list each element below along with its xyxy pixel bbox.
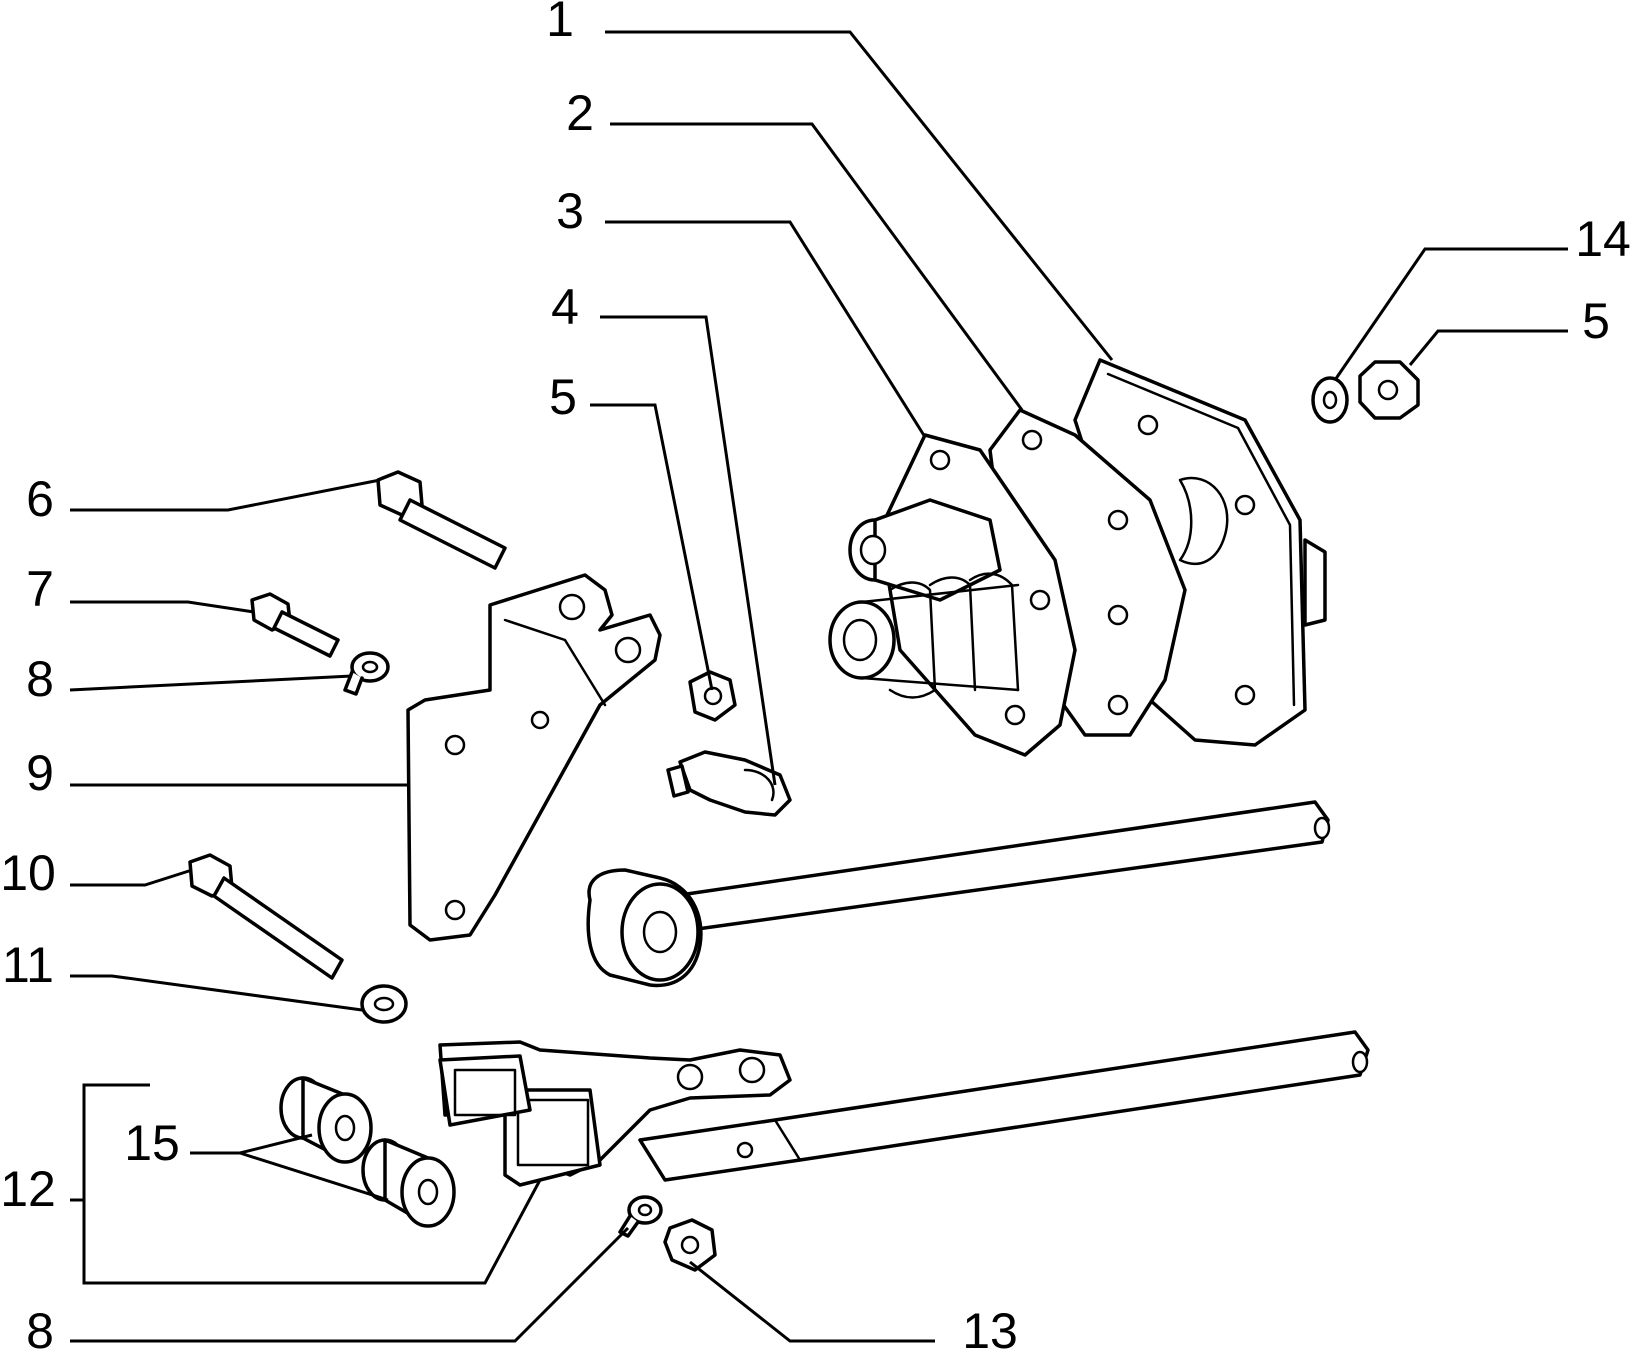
- hex-nut-part-13: [663, 1218, 717, 1272]
- leader-13: [689, 1260, 935, 1343]
- leader-15a: [190, 1133, 313, 1155]
- callout-6: 6: [26, 471, 54, 527]
- callout-9: 9: [26, 745, 54, 801]
- bolt-part-10: [188, 853, 344, 980]
- hex-nut-part-5-right: [1358, 360, 1420, 420]
- leader-11: [70, 974, 363, 1012]
- callout-10: 10: [0, 845, 56, 901]
- leader-2: [610, 122, 1024, 411]
- callout-15: 15: [124, 1115, 180, 1171]
- bolt-part-7: [250, 592, 340, 658]
- flange-plate-part-1: [1073, 358, 1327, 747]
- leader-5-right: [1408, 329, 1568, 366]
- leader-15b: [239, 1151, 389, 1202]
- lower-shift-rod: [638, 1030, 1370, 1182]
- callout-12: 12: [0, 1161, 56, 1217]
- washer-part-14: [1311, 376, 1349, 424]
- leader-8-lower: [70, 1226, 630, 1343]
- leader-lines: [69, 30, 1568, 1343]
- leader-1: [605, 30, 1114, 361]
- leader-14: [1333, 247, 1568, 381]
- callout-13: 13: [962, 1303, 1018, 1352]
- boot-assembly-part-3: [828, 433, 1077, 757]
- callout-3: 3: [556, 183, 584, 239]
- leader-4: [600, 315, 777, 786]
- leader-3: [605, 220, 927, 438]
- callout-7: 7: [26, 561, 54, 617]
- leader-6: [70, 478, 381, 512]
- leader-5-left: [590, 403, 714, 691]
- washer-part-11: [360, 984, 408, 1024]
- callout-5-left: 5: [549, 369, 577, 425]
- leader-12b: [82, 1179, 542, 1285]
- callout-5-right: 5: [1582, 293, 1610, 349]
- leader-12: [82, 1083, 150, 1200]
- leader-10: [70, 868, 193, 887]
- hex-nut-part-5-left: [688, 670, 737, 722]
- linkage-lever-part-12: [438, 1040, 792, 1187]
- leader-7: [70, 600, 255, 614]
- callout-8-upper: 8: [26, 651, 54, 707]
- upper-shift-rod: [586, 800, 1331, 988]
- bolt-part-6: [376, 470, 507, 570]
- callout-1: 1: [546, 0, 574, 47]
- callout-4: 4: [551, 279, 579, 335]
- callout-11: 11: [2, 937, 54, 993]
- clip-part-4: [666, 750, 792, 817]
- bracket-part-9: [406, 573, 662, 942]
- bushing-part-15-upper: [279, 1076, 373, 1164]
- eyelet-washer-part-8-upper: [343, 651, 390, 696]
- bushing-part-15-lower: [361, 1138, 456, 1228]
- callout-14: 14: [1575, 211, 1631, 267]
- callout-2: 2: [566, 85, 594, 141]
- callout-8-lower: 8: [26, 1303, 54, 1352]
- leader-8-upper: [69, 674, 353, 692]
